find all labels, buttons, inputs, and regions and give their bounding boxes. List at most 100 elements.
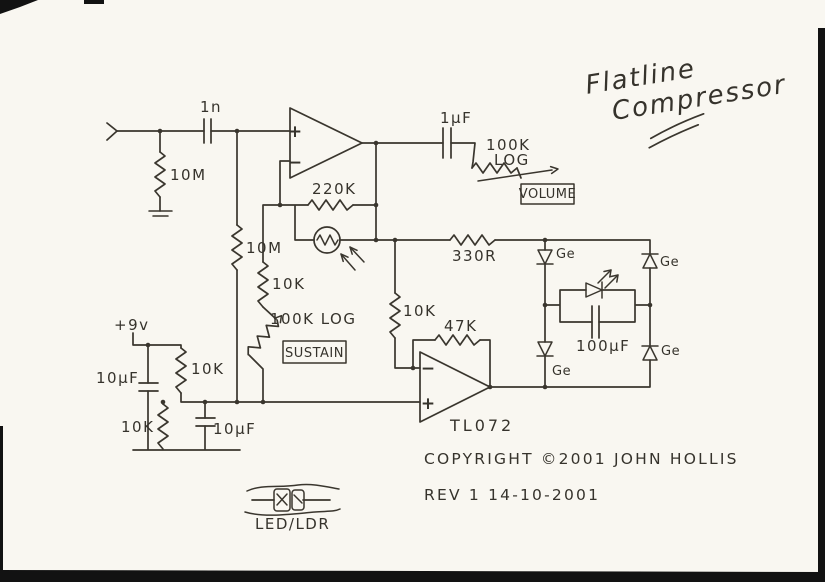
label-ge-top-left: Ge xyxy=(556,247,575,262)
resistor-330r: 330R xyxy=(449,234,497,265)
diode-bridge: Ge Ge Ge Ge xyxy=(536,247,680,379)
scan-edge-left xyxy=(0,426,3,582)
opamp2: − + TL072 xyxy=(419,351,514,435)
diode-top-right xyxy=(642,253,658,269)
wrap-line-bottom xyxy=(244,508,341,516)
label-cap-100uf: 100µF xyxy=(576,337,630,355)
opamp1-triangle xyxy=(289,107,363,179)
sustain-name-box xyxy=(282,340,347,364)
resistor-10m-input: 10M xyxy=(148,151,207,217)
resistor-zigzag xyxy=(449,234,496,246)
led-emission-arrowhead-1 xyxy=(603,269,612,278)
input-terminal-icon xyxy=(106,122,118,141)
led-emission-arrow-2 xyxy=(604,274,619,289)
label-pot-volume-value: 100K xyxy=(486,136,530,154)
cap-100uf: 100µF xyxy=(576,305,630,355)
volume-name-box xyxy=(520,183,575,205)
copyright-text: COPYRIGHT ©2001 JOHN HOLLIS xyxy=(424,450,739,468)
scan-edge-bottom xyxy=(0,570,825,582)
label-res-10m-bias: 10M xyxy=(246,239,283,257)
label-led-ldr: LED/LDR xyxy=(255,515,330,533)
ldr-body xyxy=(313,226,341,254)
sustain-pot: 100K LOG SUSTAIN xyxy=(247,310,357,364)
volume-pot: 100K LOG VOLUME xyxy=(471,136,576,205)
diode-top-left xyxy=(537,249,553,265)
ldr-light-arrowhead-1 xyxy=(340,253,349,263)
pot-zigzag xyxy=(471,162,518,174)
led-emission-arrow-1 xyxy=(597,269,612,284)
label-cap-10uf-supply: 10µF xyxy=(96,369,139,387)
capacitor-plates xyxy=(591,305,600,339)
resistor-zigzag xyxy=(434,334,481,346)
label-ge-top-right: Ge xyxy=(660,255,679,270)
coupling-cap-1uf: 1µF xyxy=(440,109,472,159)
revision-text: REV 1 14-10-2001 xyxy=(424,486,600,504)
label-sustain: SUSTAIN xyxy=(285,346,344,361)
ground-symbol xyxy=(148,210,173,217)
opamp2-minus-sign: − xyxy=(421,359,435,379)
assembly-led-body xyxy=(273,488,291,512)
label-opamp-part: TL072 xyxy=(449,416,514,435)
label-res-330r: 330R xyxy=(452,247,497,265)
led-ldr-assembly: LED/LDR xyxy=(244,483,341,533)
label-ge-bottom-left: Ge xyxy=(552,364,571,379)
label-ge-bottom-right: Ge xyxy=(661,344,680,359)
label-volume: VOLUME xyxy=(519,187,576,202)
resistor-zigzag xyxy=(154,151,166,198)
footer-notes: COPYRIGHT ©2001 JOHN HOLLIS REV 1 14-10-… xyxy=(424,450,739,504)
resistor-zigzag xyxy=(389,292,401,339)
scan-corner-topleft xyxy=(0,0,38,14)
scan-edge-right xyxy=(818,28,825,582)
label-res-10k-gain: 10K xyxy=(272,275,305,293)
led xyxy=(585,269,619,299)
diode-bottom-left xyxy=(537,341,553,357)
resistor-zigzag xyxy=(175,347,187,394)
ldr-light-arrow-1 xyxy=(340,253,356,271)
supply-9v: +9v xyxy=(114,316,150,334)
label-res-220k: 220K xyxy=(312,180,356,198)
cap-10uf-bias: 10µF xyxy=(195,417,256,438)
ldr-zigzag xyxy=(316,234,339,246)
label-res-10k-divider-bottom: 10K xyxy=(121,418,154,436)
ldr-light-arrowhead-2 xyxy=(349,246,358,255)
opamp1-plus-sign: + xyxy=(288,122,302,142)
label-res-10k-inverter: 10K xyxy=(403,302,436,320)
resistor-zigzag xyxy=(157,403,169,450)
opamp1-minus-sign: − xyxy=(288,153,302,173)
capacitor-plates xyxy=(442,127,452,159)
opamp2-triangle xyxy=(419,351,491,423)
resistor-10k-divider-bottom: 10K xyxy=(121,403,169,450)
scan-mark-top xyxy=(84,0,104,4)
assembly-hatching xyxy=(276,493,303,506)
assembly-ldr-body xyxy=(291,489,305,511)
opamp1: + − xyxy=(288,107,363,179)
wrap-line-top xyxy=(246,483,340,492)
label-supply-9v: +9v xyxy=(114,316,150,334)
label-res-10k-divider-top: 10K xyxy=(191,360,224,378)
capacitor-plates xyxy=(203,118,212,144)
label-cap-1uf: 1µF xyxy=(440,109,472,127)
label-res-10m-input: 10M xyxy=(170,166,207,184)
label-pot-volume-taper: LOG xyxy=(494,151,530,169)
resistor-zigzag xyxy=(231,224,243,271)
resistor-10k-inverter: 10K xyxy=(389,292,436,339)
pot-zigzag xyxy=(247,319,280,356)
ldr xyxy=(313,226,365,271)
label-res-47k: 47K xyxy=(444,317,477,335)
junction-dots xyxy=(145,128,653,405)
label-cap-10uf-bias: 10µF xyxy=(213,420,256,438)
label-pot-sustain-value: 100K LOG xyxy=(270,310,357,328)
led-emission-arrowhead-2 xyxy=(610,274,619,283)
coupling-cap-1n: 1n xyxy=(200,98,222,144)
led-triangle xyxy=(585,282,603,298)
pot-wiper-arrowhead xyxy=(549,165,559,175)
title-handwriting: Flatline Compressor xyxy=(583,54,789,149)
resistor-10k-divider-top: 10K xyxy=(175,347,224,394)
resistor-10m-bias: 10M xyxy=(231,224,283,271)
pot-arrowhead xyxy=(273,314,283,324)
resistor-220k: 220K xyxy=(307,180,356,211)
label-cap-1n: 1n xyxy=(200,98,222,116)
resistor-zigzag xyxy=(257,261,269,308)
